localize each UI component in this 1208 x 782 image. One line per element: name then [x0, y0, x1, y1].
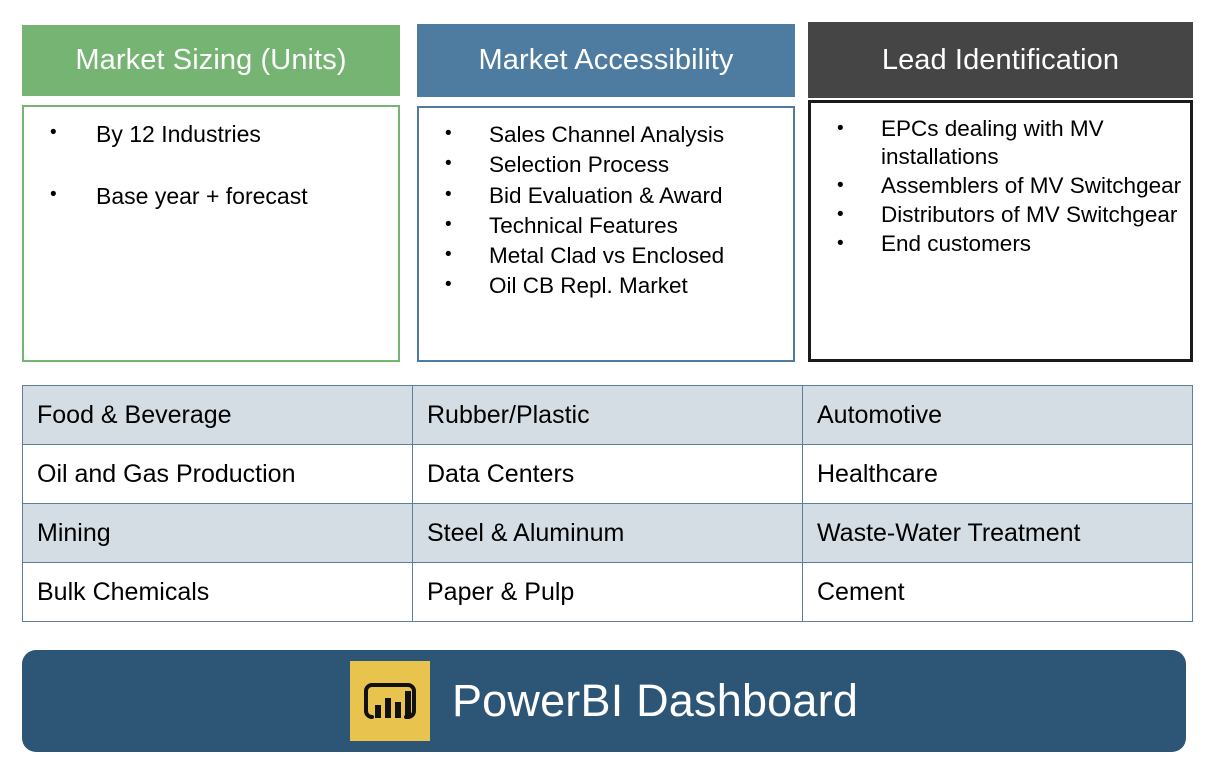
card-body-market-sizing: By 12 Industries Base year + forecast [22, 105, 400, 362]
table-row: Mining Steel & Aluminum Waste-Water Trea… [22, 503, 1193, 563]
list-item: Metal Clad vs Enclosed [427, 240, 785, 271]
powerbi-dashboard-title: PowerBI Dashboard [451, 675, 859, 726]
table-cell: Paper & Pulp [412, 562, 803, 622]
table-cell: Food & Beverage [22, 385, 413, 445]
list-item: Base year + forecast [32, 180, 390, 212]
list-item: Distributors of MV Switchgear [819, 200, 1182, 229]
list-item: Technical Features [427, 210, 785, 241]
list-item: Selection Process [427, 149, 785, 180]
list-item: Oil CB Repl. Market [427, 270, 785, 301]
table-cell: Mining [22, 503, 413, 563]
powerbi-dashboard-bar[interactable]: PowerBI Dashboard [22, 650, 1186, 752]
list-item: By 12 Industries [32, 118, 390, 150]
table-cell: Steel & Aluminum [412, 503, 803, 563]
card-market-accessibility: Market Accessibility Sales Channel Analy… [417, 0, 795, 372]
list-item: End customers [819, 229, 1182, 258]
card-market-sizing: Market Sizing (Units) By 12 Industries B… [22, 0, 400, 372]
table-cell: Oil and Gas Production [22, 444, 413, 504]
list-item: Bid Evaluation & Award [427, 179, 785, 211]
table-cell: Rubber/Plastic [412, 385, 803, 445]
bullet-list-market-sizing: By 12 Industries Base year + forecast [32, 118, 390, 212]
table-row: Oil and Gas Production Data Centers Heal… [22, 444, 1193, 504]
card-lead-identification: Lead Identification EPCs dealing with MV… [808, 0, 1193, 372]
card-body-lead-identification: EPCs dealing with MV installations Assem… [808, 100, 1193, 362]
table-cell: Data Centers [412, 444, 803, 504]
bullet-list-lead-identification: EPCs dealing with MV installations Assem… [819, 114, 1182, 258]
list-item: EPCs dealing with MV installations [819, 114, 1182, 171]
card-header-market-accessibility: Market Accessibility [417, 24, 795, 97]
table-cell: Healthcare [802, 444, 1193, 504]
table-cell: Bulk Chemicals [22, 562, 413, 622]
table-cell: Automotive [802, 385, 1193, 445]
card-header-market-sizing: Market Sizing (Units) [22, 25, 400, 96]
list-item: Assemblers of MV Switchgear [819, 171, 1182, 200]
card-body-market-accessibility: Sales Channel Analysis Selection Process… [417, 106, 795, 362]
bullet-list-market-accessibility: Sales Channel Analysis Selection Process… [427, 119, 785, 302]
table-row: Bulk Chemicals Paper & Pulp Cement [22, 562, 1193, 622]
cards-row: Market Sizing (Units) By 12 Industries B… [0, 0, 1208, 372]
powerbi-icon [349, 661, 430, 741]
list-item: Sales Channel Analysis [427, 119, 785, 150]
card-header-lead-identification: Lead Identification [808, 22, 1193, 98]
table-cell: Cement [802, 562, 1193, 622]
table-cell: Waste-Water Treatment [802, 503, 1193, 563]
table-row: Food & Beverage Rubber/Plastic Automotiv… [22, 385, 1193, 445]
industry-table: Food & Beverage Rubber/Plastic Automotiv… [22, 385, 1193, 622]
